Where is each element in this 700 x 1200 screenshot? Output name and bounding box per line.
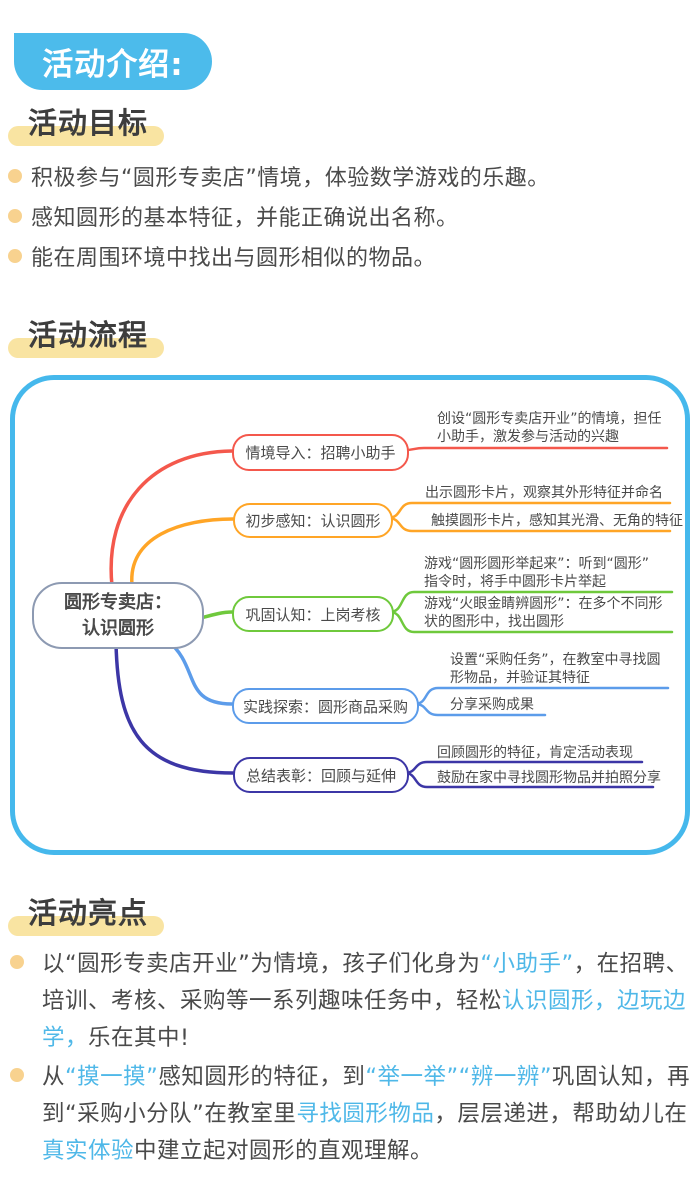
mindmap-node-1: 情境导入：招聘小助手 bbox=[232, 434, 409, 471]
bullet-dot-icon bbox=[10, 1068, 24, 1082]
mindmap-subitem-5-2: 鼓励在家中寻找圆形物品并拍照分享 bbox=[437, 770, 661, 786]
mindmap-subitem-2-1: 出示圆形卡片，观察其外形特征并命名 bbox=[425, 485, 663, 501]
goal-item: 积极参与“圆形专卖店”情境，体验数学游戏的乐趣。 bbox=[8, 160, 688, 192]
connector-branch-3 bbox=[199, 610, 234, 620]
goals-heading: 活动目标 bbox=[28, 106, 149, 140]
goal-item: 能在周围环境中找出与圆形相似的物品。 bbox=[8, 240, 688, 272]
mindmap-subitem-2-2: 触摸圆形卡片，感知其光滑、无角的特征 bbox=[431, 513, 683, 529]
mindmap-subitem-1-1: 创设“圆形专卖店开业”的情境，担任 小助手，激发参与活动的兴趣 bbox=[437, 411, 662, 445]
connector-branch-5 bbox=[114, 641, 235, 775]
mindmap-subitem-3-2: 游戏“火眼金睛辨圆形”：在多个不同形 状的图形中，找出圆形 bbox=[424, 596, 663, 630]
page-title-badge: 活动介绍: bbox=[14, 33, 212, 90]
connector-branch-1 bbox=[109, 449, 234, 588]
goals-heading-highlight bbox=[8, 126, 164, 146]
highlight-paragraph: 从“摸一摸”感知圆形的特征，到“举一举”“辨一辨”巩固认知，再到“采购小分队”在… bbox=[10, 1059, 692, 1170]
goal-text: 积极参与“圆形专卖店”情境，体验数学游戏的乐趣。 bbox=[31, 166, 550, 191]
highlights-heading-highlight bbox=[8, 916, 164, 936]
bullet-dot-icon bbox=[8, 209, 22, 223]
mindmap-subitem-5-1: 回顾圆形的特征，肯定活动表现 bbox=[437, 745, 633, 761]
goal-text: 感知圆形的基本特征，并能正确说出名称。 bbox=[31, 206, 459, 231]
mindmap-subitem-3-1: 游戏“圆形圆形举起来”：听到“圆形” 指令时，将手中圆形卡片举起 bbox=[424, 556, 650, 590]
bullet-dot-icon bbox=[10, 955, 24, 969]
connector-branch-2 bbox=[130, 517, 235, 587]
bullet-dot-icon bbox=[8, 249, 22, 263]
mindmap-node-3: 巩固认知：上岗考核 bbox=[232, 596, 394, 632]
process-heading-highlight bbox=[8, 338, 164, 358]
mindmap-subitem-4-2: 分享采购成果 bbox=[450, 697, 534, 713]
goal-text: 能在周围环境中找出与圆形相似的物品。 bbox=[31, 246, 437, 271]
mindmap-node-5: 总结表彰：回顾与延伸 bbox=[233, 757, 409, 793]
process-mindmap: 圆形专卖店： 认识圆形 情境导入：招聘小助手 初步感知：认识圆形 巩固认知：上岗… bbox=[10, 375, 690, 855]
highlight-paragraph: 以“圆形专卖店开业”为情境，孩子们化身为“小助手”，在招聘、培训、考核、采购等一… bbox=[10, 946, 692, 1057]
connector-branch-4 bbox=[166, 639, 234, 706]
highlight-paragraph-text: 从“摸一摸”感知圆形的特征，到“举一举”“辨一辨”巩固认知，再到“采购小分队”在… bbox=[42, 1064, 691, 1164]
mindmap-node-2: 初步感知：认识圆形 bbox=[233, 503, 393, 538]
goal-item: 感知圆形的基本特征，并能正确说出名称。 bbox=[8, 200, 688, 232]
subline-1-1 bbox=[403, 446, 669, 452]
mindmap-subitem-4-1: 设置“采购任务”，在教室中寻找圆 形物品，并验证其特征 bbox=[450, 652, 661, 686]
mindmap-node-4: 实践探索：圆形商品采购 bbox=[232, 688, 419, 724]
highlight-paragraph-text: 以“圆形专卖店开业”为情境，孩子们化身为“小助手”，在招聘、培训、考核、采购等一… bbox=[42, 951, 689, 1051]
bullet-dot-icon bbox=[8, 169, 22, 183]
process-heading: 活动流程 bbox=[28, 318, 149, 352]
mindmap-central-node: 圆形专卖店： 认识圆形 bbox=[32, 582, 204, 649]
highlights-heading: 活动亮点 bbox=[28, 896, 149, 930]
